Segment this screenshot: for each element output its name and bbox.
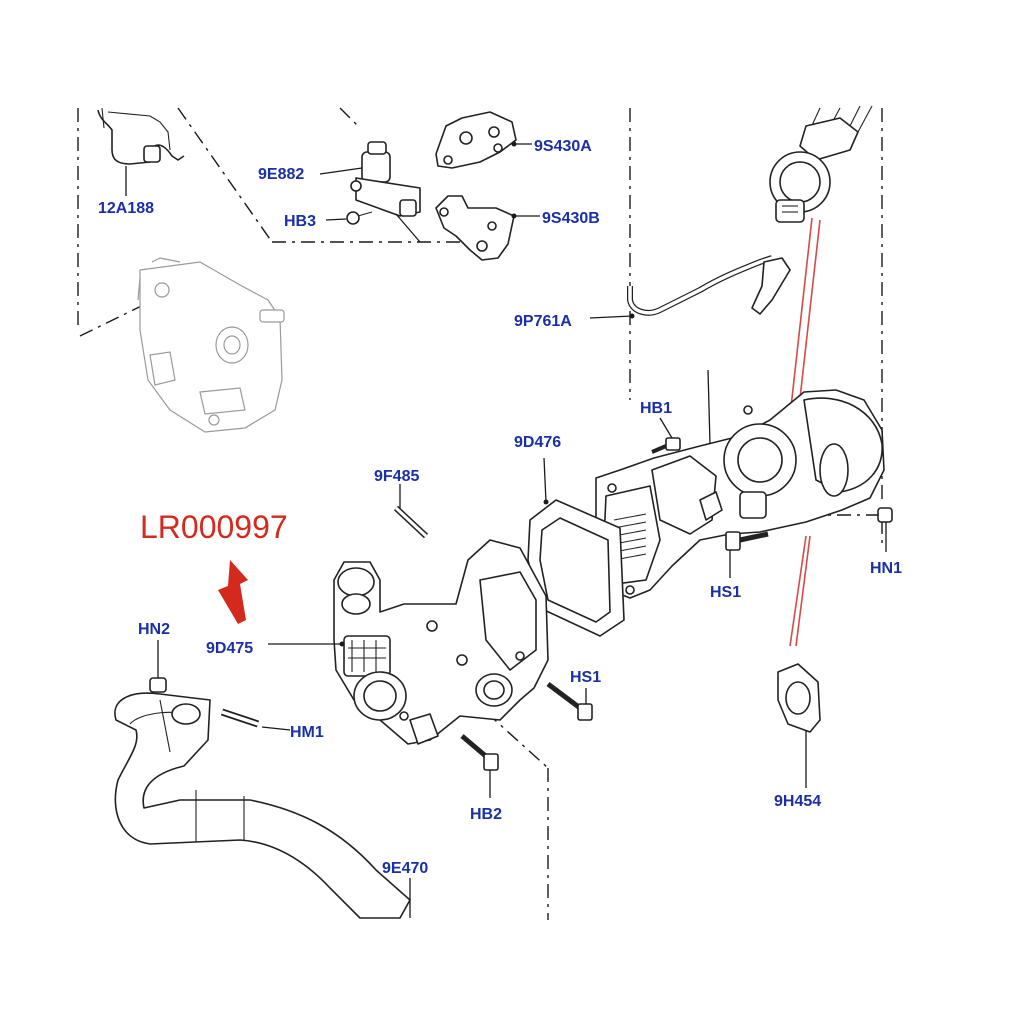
nut-hn1 [877,507,893,552]
label-9s430a: 9S430A [534,138,592,155]
label-9d476: 9D476 [514,434,561,451]
label-hs1-lower: HS1 [570,669,601,686]
bracket-9s430b [435,195,540,261]
stud-hm1 [220,708,291,731]
label-hb2: HB2 [470,806,502,823]
egr-valve-9d475 [268,539,549,745]
label-9f485: 9F485 [374,468,419,485]
bolt-hb3 [325,211,373,225]
label-9e470: 9E470 [382,860,428,877]
bolt-hs1-upper [725,531,769,578]
part-labels: LR000997 12A188 9E882 HB3 9S430A 9S430B … [98,138,902,877]
label-hb3: HB3 [284,213,316,230]
label-9e882: 9E882 [258,166,304,183]
callout-arrow [218,560,248,624]
solenoid-9e882 [319,141,421,243]
label-hn1: HN1 [870,560,902,577]
bolt-hs1-lower [546,682,593,721]
label-hm1: HM1 [290,724,324,741]
egr-cooler-9d476 [543,369,885,647]
label-9d475: 9D475 [206,640,253,657]
nut-hn2 [149,640,167,693]
label-9p761a: 9P761A [514,313,572,330]
bolt-hb1 [651,417,681,454]
label-9h454: 9H454 [774,793,821,810]
callout-part-number: LR000997 [140,509,288,545]
label-hb1: HB1 [640,400,672,417]
ghost-pump-housing [137,257,285,433]
egr-pipe-9e470 [114,692,411,919]
label-hn2: HN2 [138,621,170,638]
sensor-harness-12a188 [97,107,185,196]
vacuum-hose-9p761a [589,255,791,319]
bracket-9s430a [435,111,532,169]
gasket-9h454 [777,663,821,788]
cooler-gasket [527,499,625,637]
bolt-hb2 [460,734,499,798]
electrical-connector [769,105,873,435]
stud-9f485 [393,484,429,539]
label-hs1-upper: HS1 [710,584,741,601]
label-12a188: 12A188 [98,200,154,217]
label-9s430b: 9S430B [542,210,600,227]
